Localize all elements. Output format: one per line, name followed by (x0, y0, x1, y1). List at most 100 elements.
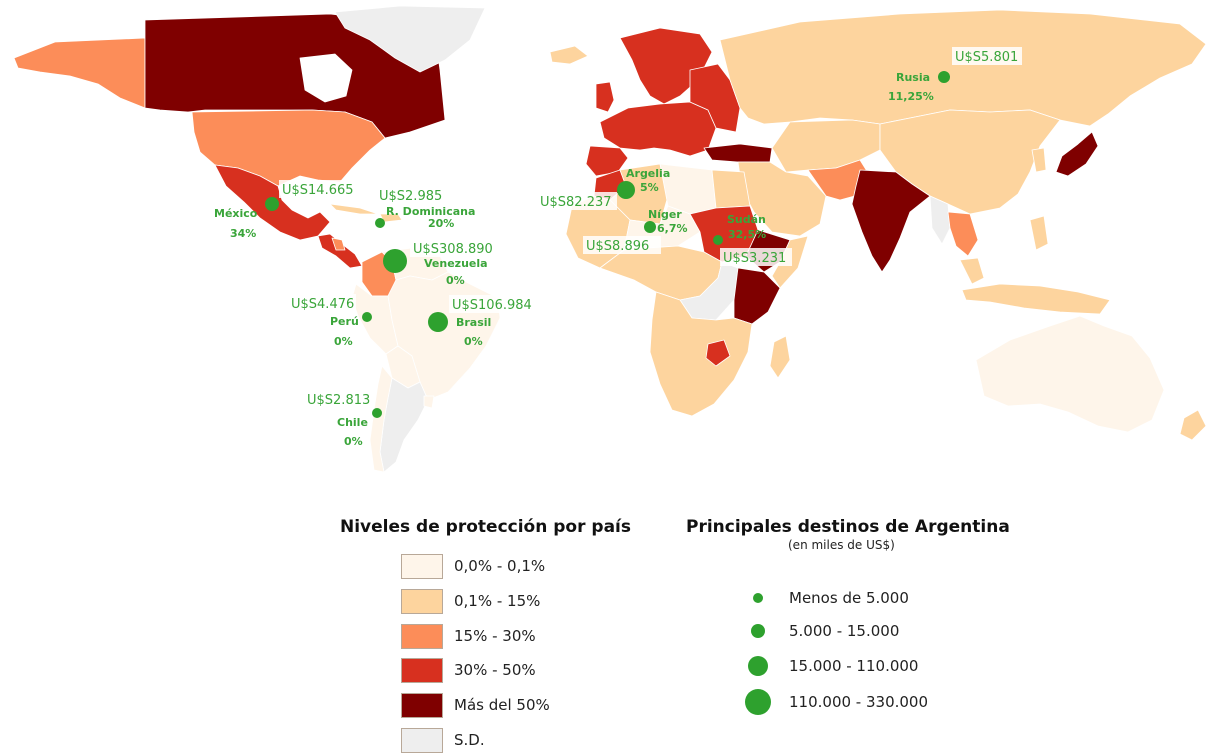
name-mexico: México (214, 207, 258, 220)
bubble-sudan (713, 235, 723, 245)
region-chile (369, 365, 393, 473)
legend-label: 0,1% - 15% (454, 592, 541, 610)
legend-protection-item: 0,0% - 0,1% (401, 553, 545, 579)
legend-destination-item: 15.000 - 110.000 (738, 651, 918, 681)
region-se-asia (947, 211, 979, 257)
name-peru: Perú (330, 315, 359, 328)
bubble-mexico (265, 197, 279, 211)
legend-protection-item: 15% - 30% (401, 623, 536, 649)
legend-label: Más del 50% (454, 696, 550, 714)
pct-venezuela: 0% (446, 274, 465, 287)
value-brasil: U$S106.984 (452, 298, 532, 313)
region-india (851, 169, 931, 273)
value-niger: U$S8.896 (586, 239, 649, 254)
legend-label: 5.000 - 15.000 (789, 622, 900, 640)
legend-label: 0,0% - 0,1% (454, 557, 546, 575)
legend-swatch (401, 623, 443, 649)
value-peru: U$S4.476 (291, 297, 354, 312)
bubble-niger (644, 221, 656, 233)
legend-protection-title: Niveles de protección por país (340, 517, 631, 537)
value-rusia: U$S5.801 (955, 50, 1018, 65)
region-uk (595, 81, 615, 113)
pct-chile: 0% (344, 435, 363, 448)
legend-destination-item: 5.000 - 15.000 (738, 616, 899, 646)
region-nz (1179, 409, 1207, 441)
bubble-argelia (617, 181, 635, 199)
region-japan (1055, 131, 1099, 177)
name-chile: Chile (337, 416, 368, 429)
value-box-brasil (449, 295, 535, 313)
name-sudan: Sudán (727, 213, 766, 226)
legend-label: 30% - 50% (454, 661, 536, 679)
pct-peru: 0% (334, 335, 353, 348)
legend-label: 15.000 - 110.000 (789, 657, 919, 675)
region-myanmar (929, 195, 951, 245)
region-zimbabwe (705, 339, 731, 367)
region-central-asia (771, 119, 881, 173)
value-venezuela: U$S308.890 (413, 242, 493, 257)
legend-label: Menos de 5.000 (789, 589, 909, 607)
bubble-peru (362, 312, 372, 322)
pct-mexico: 34% (230, 227, 256, 240)
pct-brasil: 0% (464, 335, 483, 348)
legend-protection-item: S.D. (401, 727, 485, 753)
value-box-chile (304, 390, 374, 408)
legend-bubble (751, 624, 765, 638)
value-box-argelia (537, 192, 617, 210)
region-east-africa (733, 267, 781, 325)
region-central-america (317, 233, 363, 269)
region-southern-africa (649, 291, 753, 417)
legend-protection-item: 30% - 50% (401, 657, 536, 683)
legend-destination-item: 110.000 - 330.000 (738, 687, 928, 717)
legend-label: 110.000 - 330.000 (789, 693, 929, 711)
region-greenland (334, 5, 486, 73)
bubble-chile (372, 408, 382, 418)
legend-destinations-subtitle: (en miles de US$) (788, 538, 895, 552)
legend-bubble (748, 656, 768, 676)
legend-bubble (745, 689, 771, 715)
region-korea (1031, 147, 1047, 173)
legend-swatch (401, 588, 443, 614)
value-mexico: U$S14.665 (282, 183, 354, 198)
value-box-peru (288, 294, 356, 312)
legend-swatch (401, 692, 443, 718)
legend-swatch (401, 657, 443, 683)
region-east-europe (689, 63, 741, 133)
region-turkey (703, 143, 773, 163)
name-venezuela: Venezuela (424, 257, 488, 270)
region-madagascar (769, 335, 791, 379)
legend-label: S.D. (454, 731, 485, 749)
legend-protection-item: 0,1% - 15% (401, 588, 540, 614)
region-west-europe (599, 101, 717, 157)
region-russia (719, 9, 1207, 127)
legend-label: 15% - 30% (454, 627, 536, 645)
name-brasil: Brasil (456, 316, 491, 329)
pct-r-dominicana: 20% (428, 217, 454, 230)
world-map: U$S5.801 Rusia 11,25% U$S14.665 México 3… (13, 5, 1207, 473)
region-cuba (329, 203, 379, 215)
value-box-mexico (279, 180, 359, 198)
legend-destinations-title: Principales destinos de Argentina (686, 517, 1010, 537)
bubble-rusia (938, 71, 950, 83)
name-niger: Níger (648, 208, 682, 221)
pct-niger: 6,7% (657, 222, 688, 235)
pct-sudan: 32,5% (728, 228, 766, 241)
region-egypt (711, 169, 751, 209)
region-iceland (549, 45, 589, 65)
legend-swatch (401, 727, 443, 753)
name-argelia: Argelia (626, 167, 670, 180)
legend-protection-item: Más del 50% (401, 692, 550, 718)
region-alaska (13, 37, 146, 109)
region-australia (975, 315, 1165, 433)
value-box-sudan (720, 248, 792, 266)
bubble-brasil (428, 312, 448, 332)
region-scandinavia (619, 27, 713, 105)
name-r-dominicana: R. Dominicana (386, 205, 475, 218)
pct-argelia: 5% (640, 181, 659, 194)
name-rusia: Rusia (896, 71, 930, 84)
region-central-america-2 (331, 237, 346, 251)
region-hudson-bay (299, 53, 353, 103)
bubble-venezuela (383, 249, 407, 273)
region-uruguay (423, 395, 435, 409)
value-chile: U$S2.813 (307, 393, 370, 408)
